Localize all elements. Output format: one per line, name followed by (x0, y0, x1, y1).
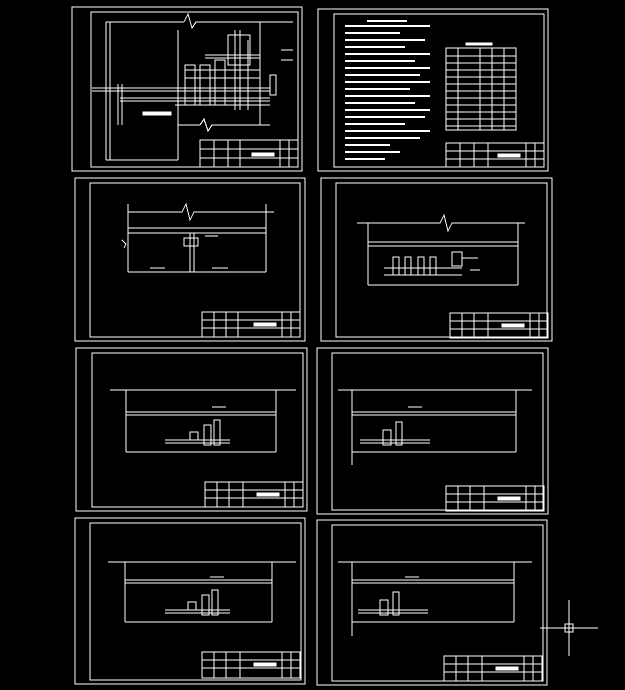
section-outline (338, 561, 532, 636)
sheet-border-outer (316, 519, 548, 686)
equipment-schedule-table (445, 42, 517, 131)
sheet-plan[interactable] (71, 6, 303, 172)
section-outline (108, 561, 296, 623)
pipework (150, 235, 228, 269)
sheet-border-outer (320, 177, 553, 342)
sheet-border-outer (74, 177, 306, 342)
sheet-section-d[interactable] (316, 347, 549, 515)
section-outline (121, 202, 274, 273)
sheet-border-inner (331, 352, 544, 511)
sheet-border-outer (317, 8, 549, 172)
sheet-border-inner (89, 182, 301, 338)
sheet-border-inner (90, 11, 299, 168)
sheet-border-inner (333, 13, 545, 168)
sheet-section-a[interactable] (74, 177, 306, 342)
pump-assembly (360, 406, 430, 446)
section-outline (357, 213, 525, 286)
sheet-border-inner (91, 352, 304, 508)
sheet-section-c[interactable] (75, 347, 308, 512)
crosshair-cursor-icon (540, 600, 598, 656)
sheet-border-outer (74, 517, 306, 685)
sheet-border-outer (75, 347, 308, 512)
section-outline (338, 389, 532, 465)
sheet-border-outer (71, 6, 303, 172)
section-outline (110, 389, 296, 453)
title-block (445, 485, 545, 512)
title-block (201, 651, 301, 679)
title-block (449, 312, 549, 339)
pump-assembly (358, 576, 428, 616)
plan-pipework (92, 30, 277, 125)
sheet-border-inner (331, 524, 544, 682)
title-block (199, 139, 299, 168)
sheet-section-e[interactable] (74, 517, 306, 685)
title-block (204, 481, 304, 508)
title-block (445, 142, 545, 168)
sheet-border-inner (89, 522, 302, 681)
sheet-section-f[interactable] (316, 519, 548, 686)
title-block (443, 655, 543, 682)
sheet-notes[interactable] (317, 8, 549, 172)
pump-assembly (165, 406, 230, 446)
sheet-border-outer (316, 347, 549, 515)
notes-text-lines (345, 20, 430, 160)
sheet-border-inner (335, 182, 548, 338)
sheet-section-b[interactable] (320, 177, 553, 342)
pump-assembly (165, 576, 230, 616)
title-block (201, 311, 301, 338)
pump-assembly (384, 251, 480, 276)
